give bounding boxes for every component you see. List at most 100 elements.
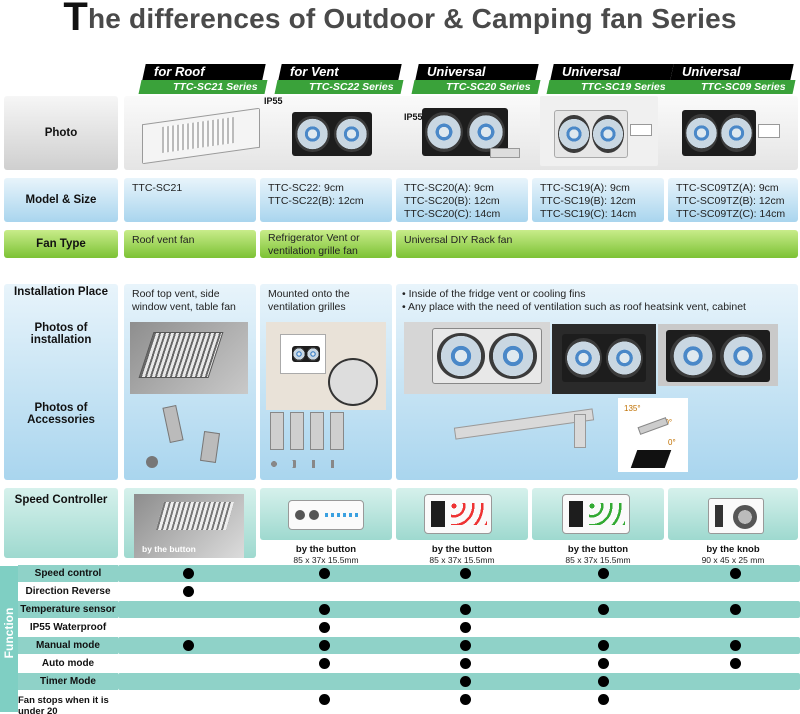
function-check-dot [460,676,471,687]
row-label-text: Model & Size [25,194,97,206]
model-line: TTC-SC19(B): 12cm [540,195,636,207]
function-label: Temperature sensor [18,601,118,618]
controller-dims: 90 x 45 x 25 mm [701,555,765,565]
function-check-dot [460,694,471,705]
function-label: IP55 Waterproof [18,619,118,636]
controller-photo [758,124,780,138]
row-label-speed-controller: Speed Controller [4,488,118,558]
installation-photo-sc20 [404,322,550,394]
model-line: TTC-SC20(C): 14cm [404,208,501,220]
function-check-dot [319,658,330,669]
installation-bullet: • Inside of the fridge vent or cooling f… [402,288,586,300]
function-row [118,691,800,708]
column-kind: for Vent [290,64,339,79]
row-label-text: Speed Controller [14,494,108,506]
fan-type-text: Roof vent fan [132,234,195,246]
function-check-dot [460,568,471,579]
row-label-installation-block: Installation Place Photos of installatio… [4,284,118,480]
controller-label: by the button [295,544,357,555]
function-check-dot [460,658,471,669]
column-header-2: for Vent TTC-SC22 Series [274,64,406,98]
installation-text: Mounted onto the ventilation grilles [268,288,350,313]
column-series: TTC-SC22 Series [309,81,394,93]
row-label-photos-accessories: Photos of Accessories [27,402,95,426]
controller-dims: 85 x 37x 15.5mm [565,555,631,565]
title-first-letter: T [63,0,88,39]
function-label: Timer Mode [18,673,118,690]
model-line: TTC-SC20(B): 12cm [404,195,500,207]
accessories-angle-diagram: 135° 90° 0° [618,398,688,472]
product-photo-sc22 [292,112,372,156]
controller-dims: 85 x 37x 15.5mm [429,555,495,565]
controller-label: by the button [567,544,629,555]
controller-device-sc20 [424,494,492,534]
row-label-text: Photo [44,127,78,139]
function-check-dot [460,604,471,615]
function-check-dot [598,658,609,669]
installation-text: Roof top vent, side window vent, table f… [132,288,236,313]
column-kind: Universal [562,64,621,79]
fan-type-cell-2: Refrigerator Vent or ventilation grille … [260,230,392,258]
controller-device-sc09 [708,498,764,534]
angle-label: 0° [668,438,676,447]
product-photo-sc21 [142,108,260,164]
function-check-dot [460,640,471,651]
column-header-4: Universal TTC-SC19 Series [546,64,678,98]
function-check-dot [319,568,330,579]
function-label: Auto mode [18,655,118,672]
function-row [118,565,800,582]
function-row [118,583,800,600]
column-series: TTC-SC20 Series [446,81,531,93]
model-line: TTC-SC20(A): 9cm [404,182,494,194]
model-line: TTC-SC19(A): 9cm [540,182,630,194]
installation-photo-sc19 [552,324,656,394]
function-check-dot [730,658,741,669]
function-check-dot [730,568,741,579]
row-label-text: Fan Type [36,238,86,250]
row-label-photos-installation: Photos of installation [30,322,92,346]
function-check-dot [319,604,330,615]
column-header-3: Universal TTC-SC20 Series [411,64,543,98]
controller-device-sc19 [562,494,630,534]
function-check-dot [183,640,194,651]
column-series: TTC-SC09 Series [701,81,786,93]
function-check-dot [730,640,741,651]
function-check-dot [598,640,609,651]
function-label: Manual mode [18,637,118,654]
ip55-badge: IP55 [264,96,283,106]
product-photo-sc19 [540,96,658,166]
model-line: TTC-SC09TZ(A): 9cm [676,182,779,194]
page-title: The differences of Outdoor & Camping fan… [0,0,800,40]
function-check-dot [598,676,609,687]
function-label: Speed control [18,565,118,582]
fan-type-text: Refrigerator Vent or ventilation grille … [268,232,360,257]
function-row [118,601,800,618]
function-check-dot [598,568,609,579]
column-series: TTC-SC19 Series [581,81,666,93]
installation-photo-roof [130,322,248,394]
column-header-1: for Roof TTC-SC21 Series [138,64,270,98]
function-check-dot [598,604,609,615]
function-check-dot [598,694,609,705]
row-label-model-size: Model & Size [4,178,118,222]
column-kind: Universal [427,64,486,79]
function-check-dot [730,604,741,615]
row-label-installation-place: Installation Place [14,286,108,298]
controller-photo-roof: by the button [134,494,244,558]
controller-dims: 85 x 37x 15.5mm [293,555,359,565]
accessories-photo-vent [266,412,382,474]
title-text: he differences of Outdoor & Camping fan … [88,3,737,34]
installation-photo-vent [266,322,386,410]
row-label-photo: Photo [4,96,118,170]
function-check-dot [319,694,330,705]
controller-label: by the knob [706,544,760,555]
function-check-dot [460,622,471,633]
accessories-photo-universal [453,408,604,456]
function-row [118,619,800,636]
accessories-photo-roof [140,402,240,472]
model-line: TTC-SC09TZ(C): 14cm [676,208,786,220]
